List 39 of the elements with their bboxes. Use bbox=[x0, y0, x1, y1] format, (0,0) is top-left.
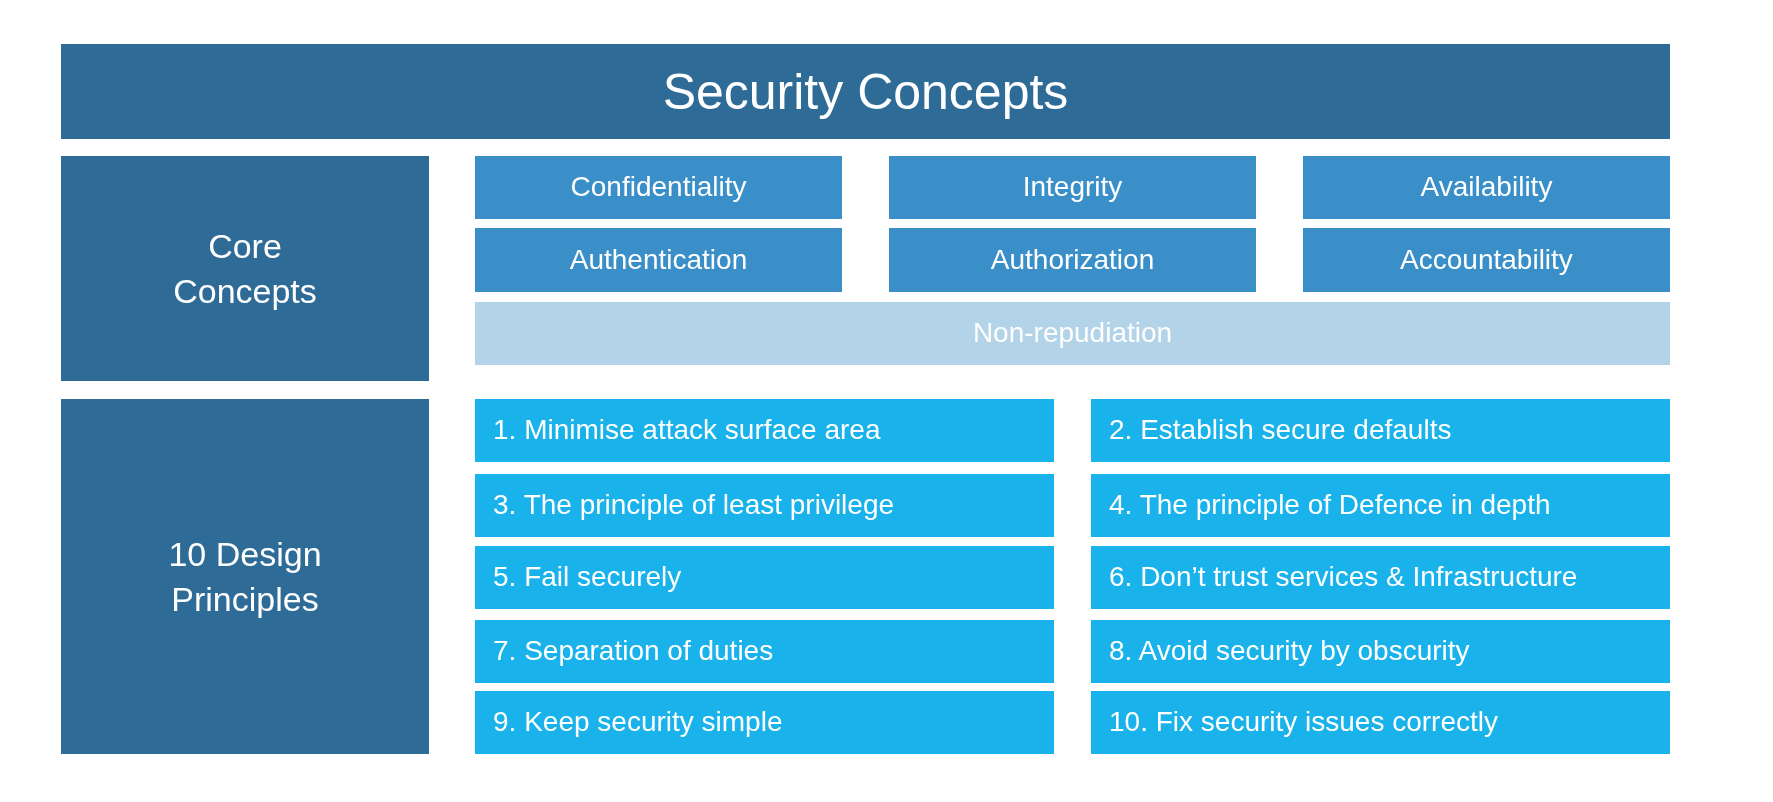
category-label: 10 Design Principles bbox=[167, 534, 323, 620]
principle-box bbox=[1091, 620, 1670, 683]
concept-box bbox=[1303, 228, 1670, 292]
principle-text: 6. Don’t trust services & Infrastructure bbox=[1109, 560, 1578, 595]
concept-label: Confidentiality bbox=[570, 170, 747, 205]
concept-box bbox=[475, 302, 1670, 365]
principle-text: 8. Avoid security by obscurity bbox=[1109, 634, 1470, 669]
principle-text: 10. Fix security issues correctly bbox=[1109, 705, 1498, 740]
concept-label: Authentication bbox=[569, 242, 748, 277]
principle-box bbox=[475, 474, 1054, 537]
principle-box bbox=[1091, 546, 1670, 609]
principle-text: 3. The principle of least privilege bbox=[493, 488, 895, 523]
concept-label: Availability bbox=[1420, 170, 1553, 205]
principle-text: 9. Keep security simple bbox=[493, 705, 783, 740]
concept-box bbox=[889, 228, 1256, 292]
principle-box bbox=[1091, 474, 1670, 537]
principle-box bbox=[475, 691, 1054, 754]
category-label: Core Concepts bbox=[172, 226, 318, 312]
concept-box bbox=[1303, 156, 1670, 219]
category-box bbox=[61, 156, 429, 381]
principle-box bbox=[475, 399, 1054, 462]
category-box bbox=[61, 399, 429, 754]
concept-label: Integrity bbox=[1022, 170, 1123, 205]
concept-label: Non-repudiation bbox=[972, 316, 1173, 351]
principle-text: 7. Separation of duties bbox=[493, 634, 774, 669]
concept-box bbox=[889, 156, 1256, 219]
title-text: Security Concepts bbox=[662, 62, 1069, 121]
principle-text: 1. Minimise attack surface area bbox=[493, 413, 881, 448]
principle-box bbox=[475, 546, 1054, 609]
principle-box bbox=[1091, 399, 1670, 462]
concept-label: Authorization bbox=[990, 242, 1155, 277]
concept-box bbox=[475, 156, 842, 219]
principle-text: 5. Fail securely bbox=[493, 560, 682, 595]
principle-box bbox=[475, 620, 1054, 683]
concept-label: Accountability bbox=[1400, 242, 1573, 277]
principle-text: 4. The principle of Defence in depth bbox=[1109, 488, 1551, 523]
concept-box bbox=[475, 228, 842, 292]
principle-box bbox=[1091, 691, 1670, 754]
principle-text: 2. Establish secure defaults bbox=[1109, 413, 1452, 448]
